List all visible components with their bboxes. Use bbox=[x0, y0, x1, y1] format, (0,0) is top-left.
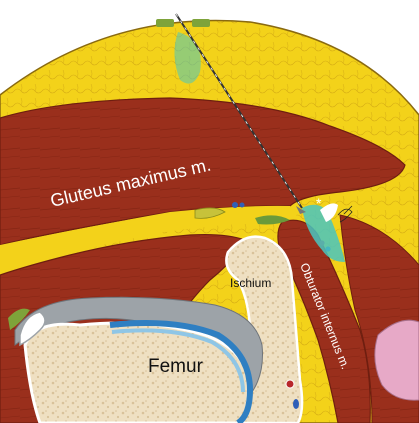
label-asterisk: * bbox=[316, 195, 322, 211]
label-ischium: Ischium bbox=[230, 276, 271, 290]
label-femur: Femur bbox=[148, 356, 204, 377]
